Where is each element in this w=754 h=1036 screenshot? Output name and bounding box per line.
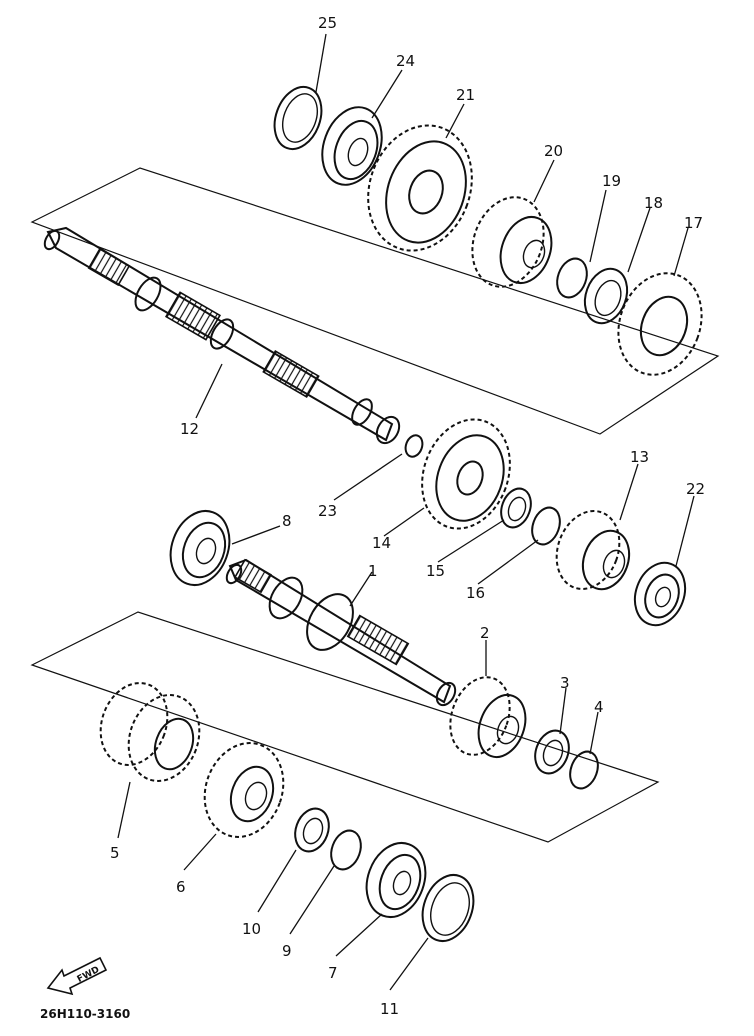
callout-3: 3 [560,674,570,692]
callout-24: 24 [396,52,415,70]
washer-18 [583,267,629,325]
callout-16: 16 [466,584,485,602]
callout-7: 7 [328,964,338,982]
circlip-4 [569,750,599,790]
gear-6 [203,742,285,838]
leader-lines [117,33,695,991]
gear-21 [367,124,473,252]
callout-19: 19 [602,172,621,190]
callout-5: 5 [110,844,120,862]
bearing-7 [365,842,427,918]
callout-18: 18 [644,194,663,212]
callout-8: 8 [282,512,292,530]
forward-arrow-icon: FWD [46,956,108,996]
circlip-19 [556,257,588,299]
upper-assembly-outline [30,167,720,435]
washer-3 [534,729,570,775]
callout-14: 14 [372,534,391,552]
callout-23: 23 [318,502,337,520]
callout-labels: 25 24 21 20 19 18 17 12 23 14 15 16 13 2… [110,14,705,1018]
callout-13: 13 [630,448,649,466]
callout-25: 25 [318,14,337,32]
callout-1: 1 [368,562,378,580]
callout-4: 4 [594,698,604,716]
collar-23 [404,434,424,458]
callout-9: 9 [282,942,292,960]
callout-15: 15 [426,562,445,580]
callout-17: 17 [684,214,703,232]
callout-12: 12 [180,420,199,438]
callout-2: 2 [480,624,490,642]
washer-10 [294,807,330,853]
circlip-25 [273,86,323,150]
gear-13 [555,510,631,591]
gear-5 [99,682,201,782]
lower-assembly-outline [30,611,660,843]
gear-17 [617,272,703,376]
part-number: 26H110-3160 [40,1007,130,1021]
bearing-22 [633,561,687,627]
circlip-11 [421,874,475,942]
callout-21: 21 [456,86,475,104]
bearing-24 [321,106,383,186]
circlip-9 [330,829,362,871]
circlip-16 [531,506,561,546]
washer-15 [500,487,532,529]
callout-11: 11 [380,1000,399,1018]
callout-6: 6 [176,878,186,896]
main-axle-shaft [225,558,457,707]
gear-20 [471,196,553,288]
callout-20: 20 [544,142,563,160]
callout-10: 10 [242,920,261,938]
gear-2 [449,676,527,758]
gear-14 [421,418,511,530]
bearing-8 [169,510,231,586]
drive-axle-shaft [43,226,401,445]
callout-22: 22 [686,480,705,498]
